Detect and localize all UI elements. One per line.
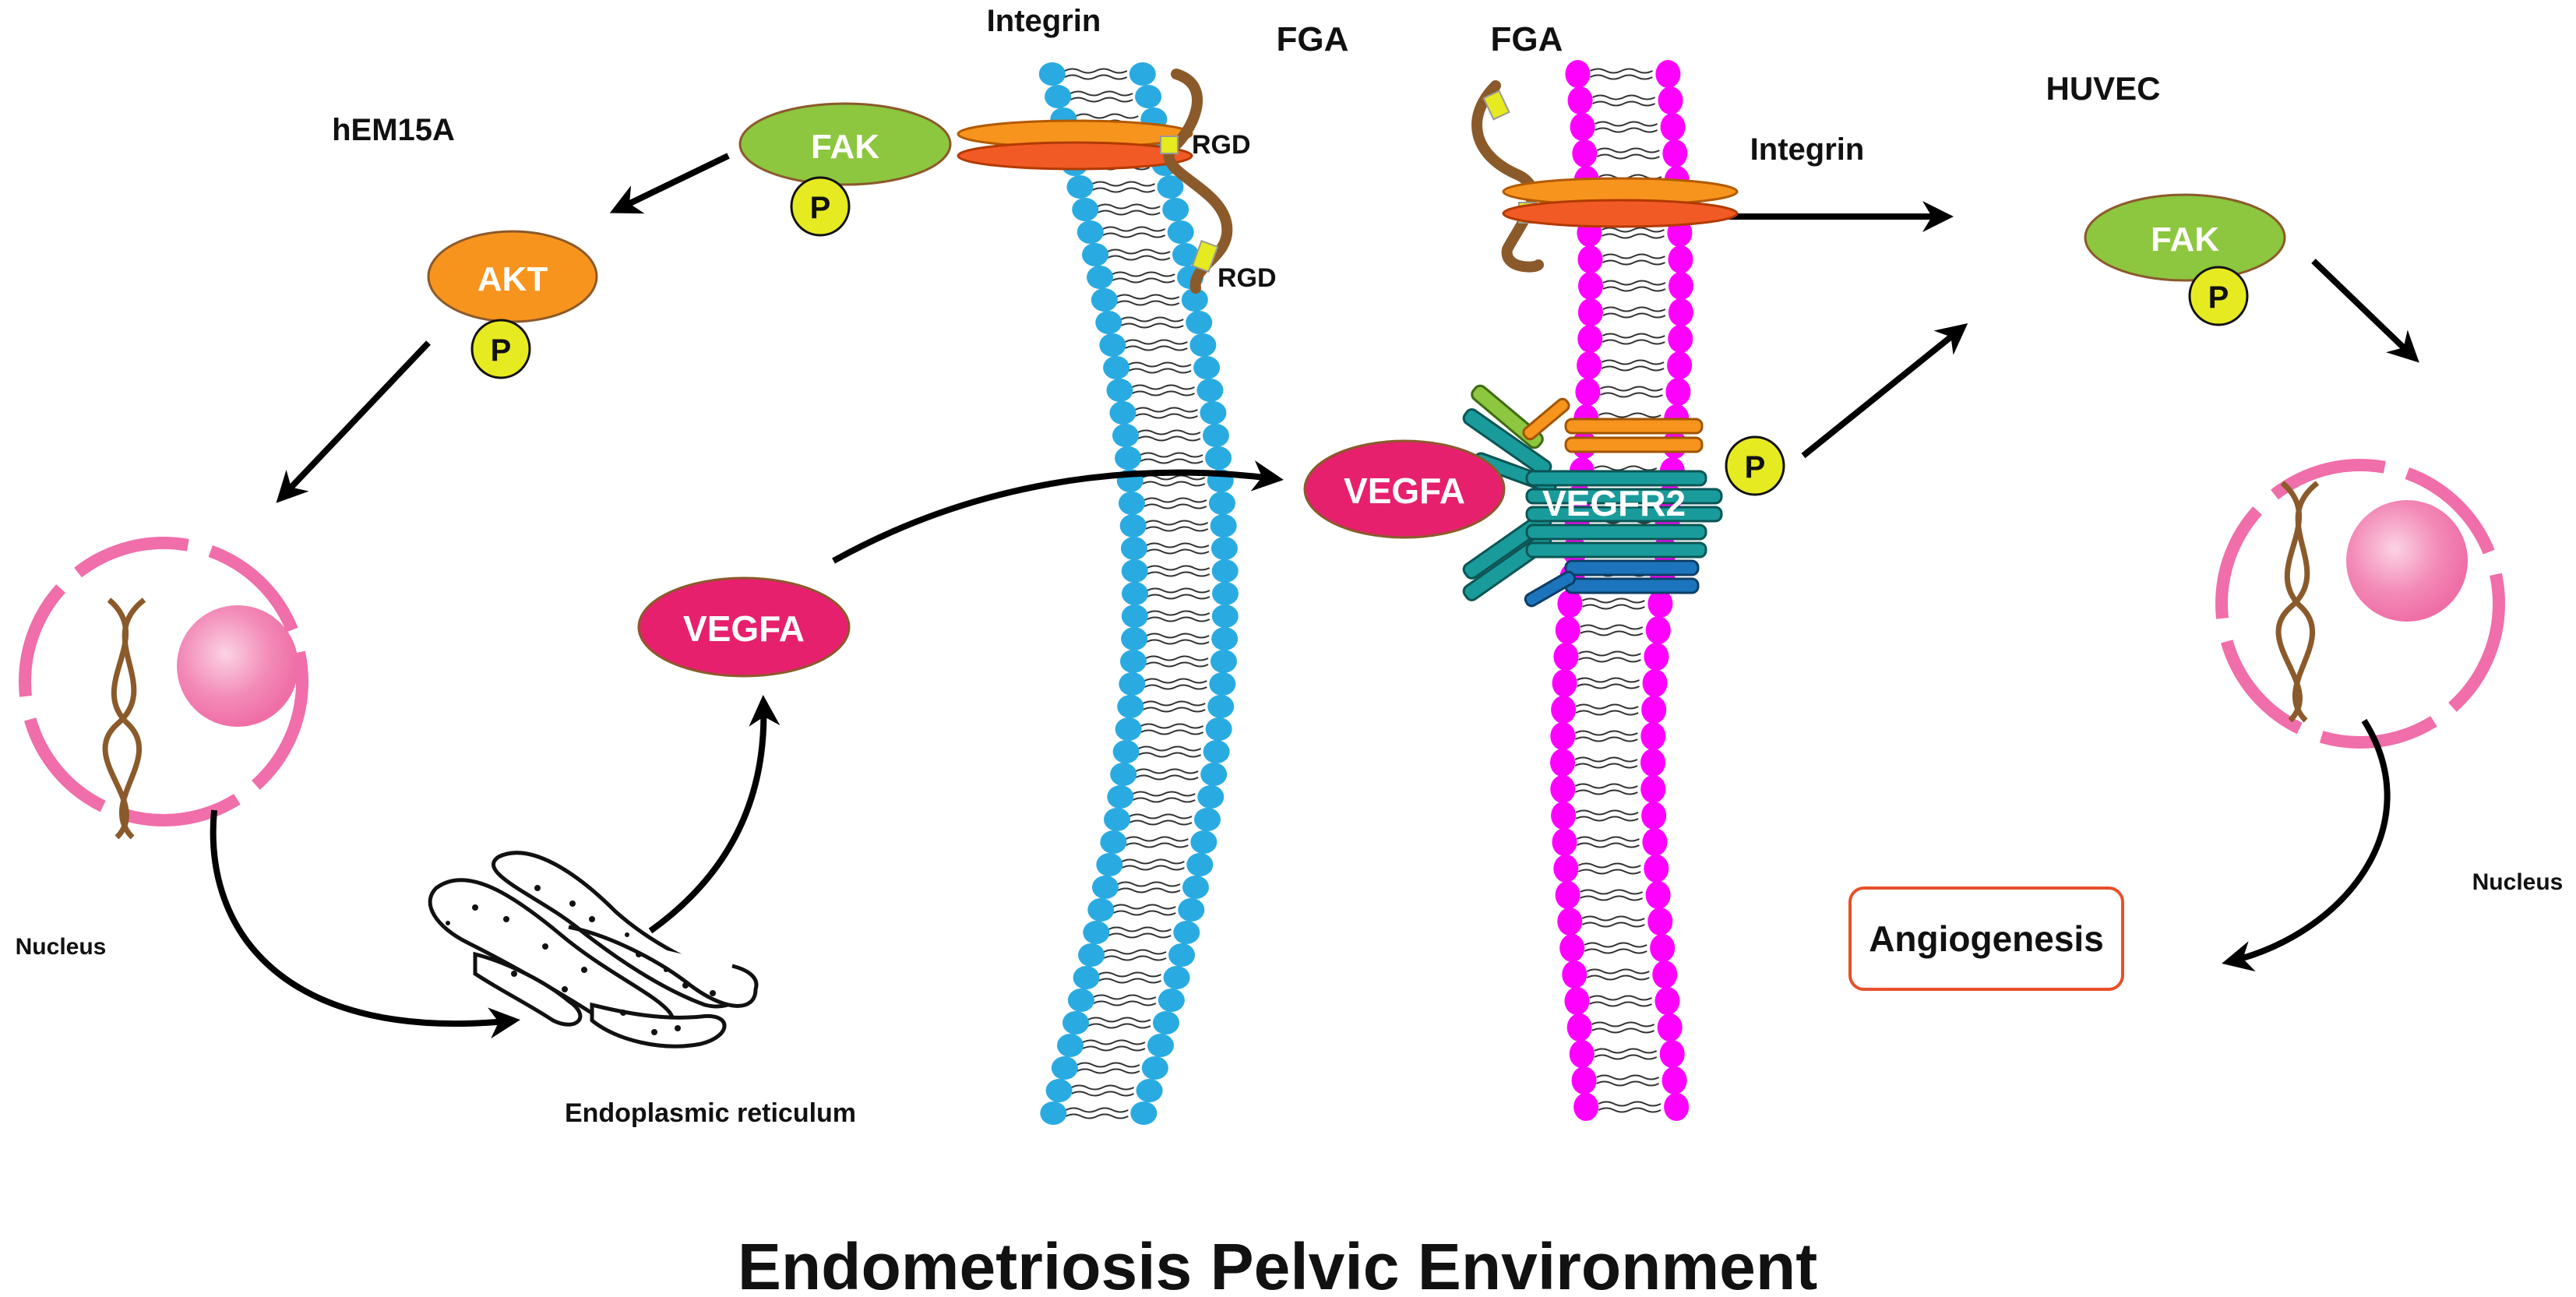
fga-right-label: FGA: [1491, 20, 1563, 58]
arrow-fak-to-nucleus: [2311, 259, 2419, 363]
integrin-right: [1502, 177, 1739, 228]
nucleus-left: [19, 537, 308, 840]
fak-left: FAK: [738, 102, 952, 186]
diagram-title: Endometriosis Pelvic Environment: [738, 1230, 1817, 1297]
rgd-motif-bottom: [1191, 239, 1219, 273]
svg-text:P: P: [1745, 450, 1766, 485]
integrin-left: [957, 119, 1193, 171]
vegfa-left: VEGFA: [637, 576, 851, 678]
nucleus-right-label: Nucleus: [2472, 869, 2564, 895]
vegfa-left-label: VEGFA: [683, 608, 805, 649]
svg-text:P: P: [2208, 280, 2229, 315]
fak-right: FAK: [2084, 193, 2286, 282]
svg-text:P: P: [491, 333, 512, 368]
er-label: Endoplasmic reticulum: [565, 1098, 856, 1128]
phospho-fak-right: P: [2188, 266, 2249, 326]
fga-fiber-right: [1471, 80, 1544, 273]
phospho-akt: P: [470, 319, 531, 379]
nucleus-right: [2215, 459, 2505, 749]
integrin-left-label: Integrin: [987, 4, 1101, 38]
arrow-fak-to-akt: [609, 153, 730, 214]
vegfa-right: VEGFA: [1303, 439, 1506, 539]
fga-fiber-left: [1160, 69, 1233, 294]
arrow-nucleus-to-er: [210, 809, 520, 1039]
huvec-label: HUVEC: [2046, 70, 2160, 107]
arrow-vegfr2-to-fak: [1801, 322, 1968, 459]
svg-text:P: P: [810, 191, 831, 225]
rgd-motif-top: [1160, 136, 1179, 154]
vegfr2-receptor: VEGFR2: [1462, 384, 1723, 608]
fga-left-label: FGA: [1277, 20, 1349, 58]
angiogenesis-label: Angiogenesis: [1869, 918, 2104, 959]
vegfa-right-label: VEGFA: [1344, 471, 1465, 511]
vegfr2-label: VEGFR2: [1542, 483, 1686, 523]
arrow-akt-to-nucleus: [276, 340, 431, 503]
integrin-right-label: Integrin: [1750, 132, 1865, 167]
rgd-bottom-label: RGD: [1218, 263, 1277, 293]
cell-membrane-left: [1038, 62, 1239, 1125]
angiogenesis-box: Angiogenesis: [1848, 886, 2124, 991]
arrow-vegfa-to-receptor: [832, 460, 1284, 564]
pathway-arrows: [210, 153, 2419, 1039]
akt-label: AKT: [477, 260, 548, 298]
fak-right-label: FAK: [2151, 220, 2219, 259]
endoplasmic-reticulum: [428, 851, 759, 1049]
akt: AKT: [427, 230, 598, 323]
phospho-vegfr2: P: [1725, 435, 1785, 496]
arrow-nucleus-to-angiogenesis: [2222, 718, 2391, 972]
rgd-top-label: RGD: [1192, 130, 1251, 160]
phospho-fak-left: P: [790, 176, 851, 237]
fak-left-label: FAK: [811, 128, 879, 166]
hem15a-label: hEM15A: [332, 113, 455, 147]
arrow-er-to-vegfa: [648, 695, 781, 934]
nucleus-left-label: Nucleus: [16, 934, 107, 960]
